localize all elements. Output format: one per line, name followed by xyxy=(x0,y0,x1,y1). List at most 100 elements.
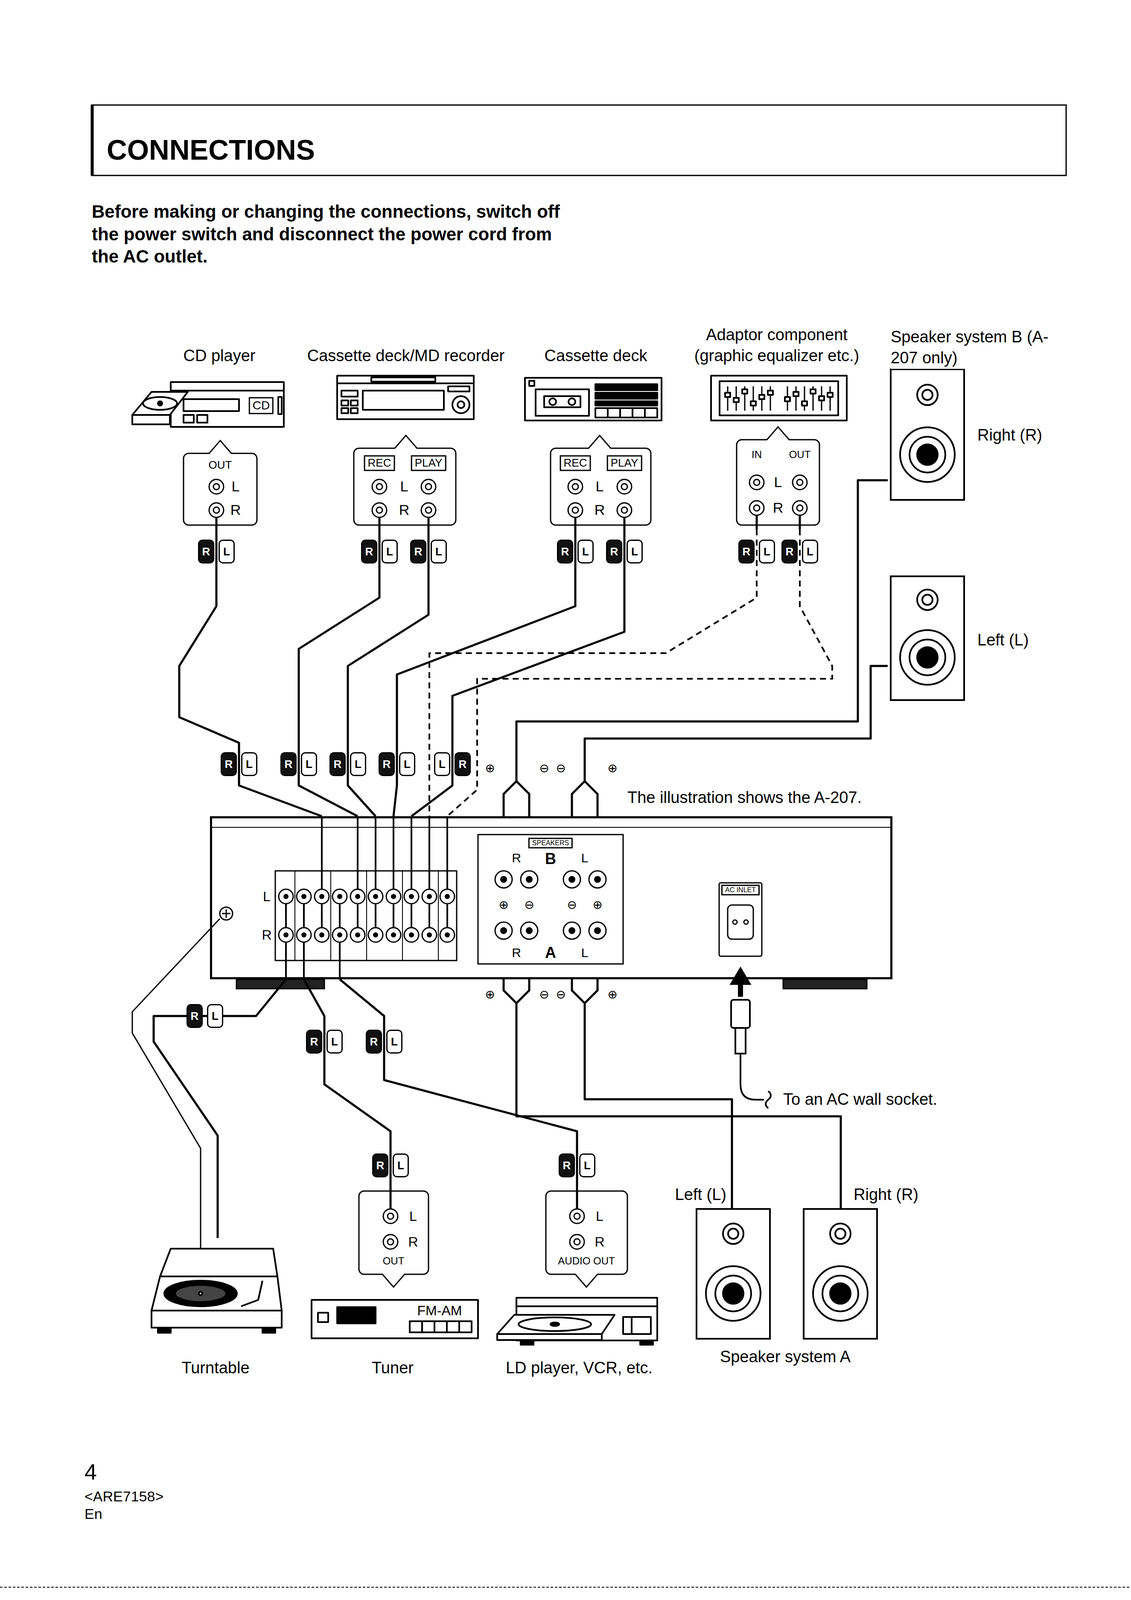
jack-panel xyxy=(588,435,611,449)
audio-cable xyxy=(179,529,322,817)
amplifier-drawing xyxy=(743,919,749,925)
jack-panel xyxy=(382,1273,405,1287)
jack-panel xyxy=(383,1208,398,1224)
amplifier-drawing xyxy=(520,921,538,939)
tuner-drawing xyxy=(311,1299,479,1338)
jack-panel xyxy=(766,426,790,440)
plug: R xyxy=(186,1003,203,1028)
speaker-drawing xyxy=(813,1265,868,1321)
cd-player-drawing xyxy=(132,391,188,415)
md-recorder-drawing xyxy=(341,408,349,414)
speaker-drawing xyxy=(909,436,946,473)
turntable-drawing xyxy=(164,1280,237,1306)
speaker-drawing xyxy=(890,576,965,700)
plug: R xyxy=(365,1029,382,1054)
jack-panel xyxy=(209,502,224,518)
ld-player-drawing xyxy=(520,1340,534,1345)
amplifier-drawing xyxy=(314,927,330,942)
equalizer-drawing xyxy=(759,394,765,400)
amplifier-drawing xyxy=(212,826,891,828)
plug: L xyxy=(300,752,318,776)
md-recorder-drawing xyxy=(448,386,470,392)
plug: L xyxy=(218,539,235,564)
amplifier-drawing xyxy=(478,834,624,964)
polarity-mark: ⊕ xyxy=(484,987,495,1002)
polarity-mark: ⊕ xyxy=(607,761,618,776)
amplifier-drawing xyxy=(386,889,401,904)
plug: R xyxy=(606,539,623,564)
device-caption: Tuner xyxy=(371,1358,414,1378)
plug: R xyxy=(329,752,346,776)
plug: R xyxy=(556,539,574,564)
cd-player-drawing xyxy=(278,396,282,414)
channel-label: L xyxy=(595,478,604,495)
amplifier-drawing xyxy=(500,875,601,934)
terminal-label: L xyxy=(581,945,589,961)
jack-label: OUT xyxy=(208,458,233,472)
amplifier-drawing xyxy=(278,927,294,942)
ld-player: LD player, VCR, etc. xyxy=(490,1182,666,1383)
cd-player-drawing xyxy=(157,401,163,406)
amplifier-drawing xyxy=(283,893,289,899)
jack-panel xyxy=(575,517,625,530)
speaker-drawing xyxy=(917,647,938,668)
channel-label: L xyxy=(231,478,240,495)
amplifier-drawing xyxy=(594,875,601,883)
footer-rule xyxy=(0,1586,1131,1588)
language-code: En xyxy=(84,1505,103,1522)
jack-label: PLAY xyxy=(606,454,643,471)
turntable-drawing xyxy=(198,1291,203,1295)
turntable-drawing xyxy=(262,1327,276,1333)
amplifier-drawing xyxy=(301,932,307,938)
ld-player-drawing xyxy=(518,1317,592,1331)
amplifier-drawing xyxy=(426,932,432,938)
audio-cable xyxy=(339,979,578,1183)
speaker-drawing xyxy=(705,1265,761,1321)
audio-cable xyxy=(411,529,625,817)
audio-cable xyxy=(393,529,576,817)
jack-panel xyxy=(209,479,224,494)
md-recorder-drawing xyxy=(337,375,474,420)
plug: R xyxy=(410,539,427,564)
jack-panel xyxy=(387,1212,394,1219)
polarity-mark: ⊖ xyxy=(539,987,549,1002)
md-recorder-drawing xyxy=(457,401,465,409)
amplifier-drawing xyxy=(408,932,414,938)
panel-label: SPEAKERS xyxy=(528,837,573,849)
equalizer-drawing xyxy=(725,392,731,397)
amplifier-drawing xyxy=(337,893,343,899)
terminal-label: B xyxy=(545,849,557,868)
jack-panel xyxy=(215,517,218,530)
title-frame xyxy=(91,104,1067,176)
polarity-mark: ⊕ xyxy=(607,987,618,1002)
power-cord xyxy=(731,967,771,1108)
amplifier-drawing xyxy=(209,816,893,989)
channel-label: R xyxy=(230,501,242,519)
jack-label: REC xyxy=(364,454,396,471)
equalizer-drawing xyxy=(727,386,831,411)
cassette-deck-drawing xyxy=(568,398,576,406)
md-recorder-drawing xyxy=(350,400,358,406)
amplifier-drawing xyxy=(444,932,450,938)
speaker-drawing xyxy=(917,444,938,465)
jack-panel xyxy=(394,435,417,449)
speaker-drawing xyxy=(722,1223,744,1244)
page-number: 4 xyxy=(84,1459,97,1485)
speaker-drawing xyxy=(715,1275,752,1312)
jack-panel xyxy=(736,439,820,525)
speaker-drawing xyxy=(722,1282,744,1304)
jack-panel xyxy=(568,502,583,518)
equalizer-drawing xyxy=(711,375,847,421)
plug: R xyxy=(361,539,378,564)
amplifier-drawing xyxy=(727,904,754,939)
equalizer-drawing xyxy=(819,396,825,401)
speaker-drawing xyxy=(909,639,946,676)
tuner-drawing xyxy=(422,1320,460,1333)
jack-label: OUT xyxy=(789,448,811,461)
jack-panel xyxy=(575,1273,598,1287)
amplifier-drawing xyxy=(301,893,307,899)
power-cord xyxy=(765,1090,771,1108)
terminal-label: R xyxy=(511,850,522,866)
cd-player-drawing xyxy=(132,414,170,425)
